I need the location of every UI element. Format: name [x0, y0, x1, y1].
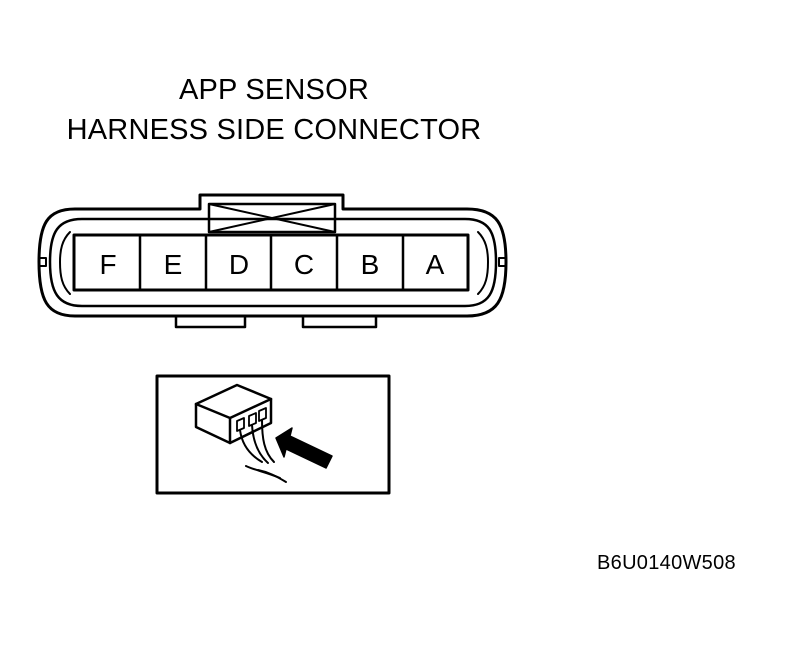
- pin-label-f: F: [99, 249, 116, 280]
- pin-label-a: A: [426, 249, 445, 280]
- harness-side-view-icon: [155, 374, 391, 495]
- pin-label-d: D: [229, 249, 249, 280]
- pin-row: [72, 233, 470, 292]
- diagram-title-line-2: HARNESS SIDE CONNECTOR: [66, 114, 482, 146]
- diagram-title-line-1: APP SENSOR: [178, 74, 370, 106]
- figure-code: B6U0140W508: [597, 552, 736, 574]
- pin-label-c: C: [294, 249, 314, 280]
- connector-housing: [37, 193, 508, 329]
- pin-label-b: B: [361, 249, 380, 280]
- pin-label-e: E: [164, 249, 183, 280]
